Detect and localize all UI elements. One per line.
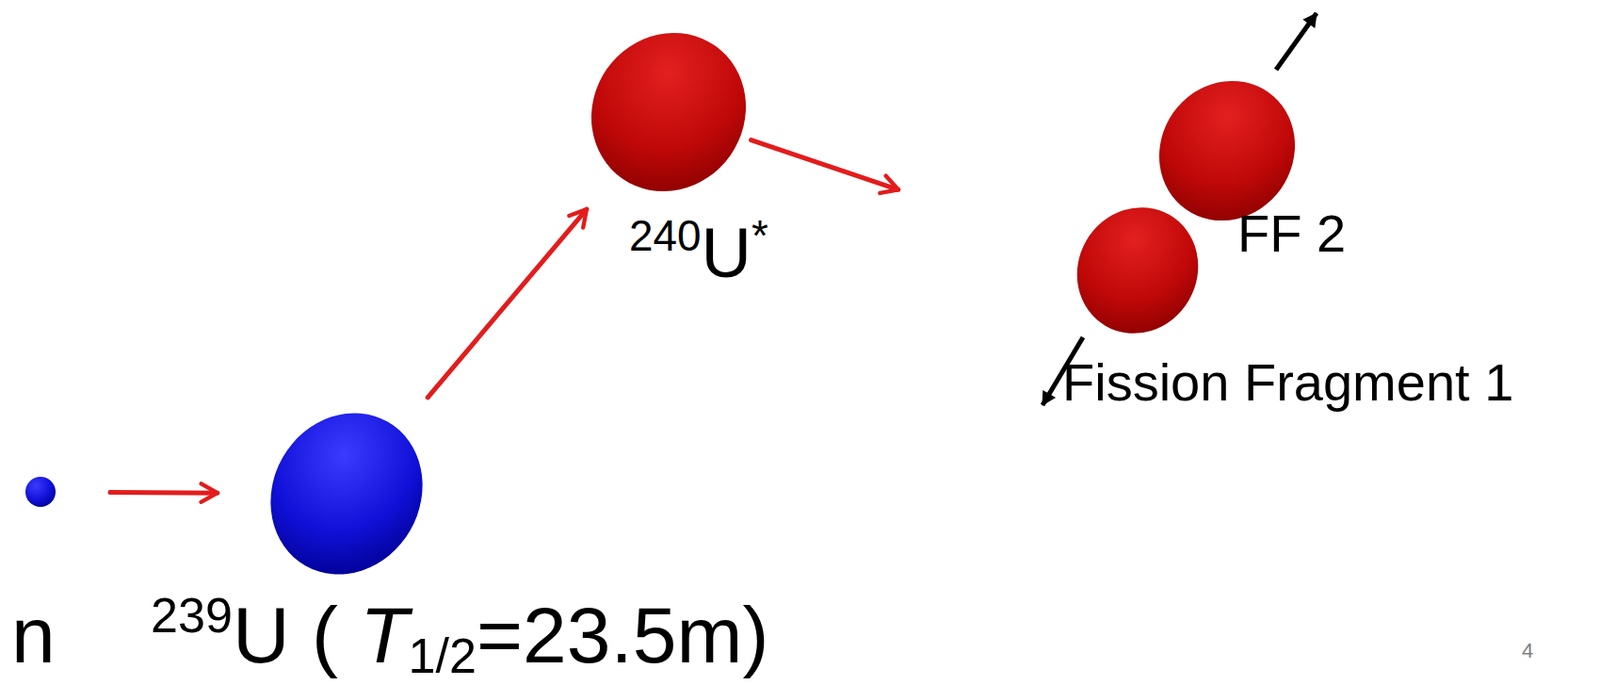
nucleus-shape xyxy=(583,27,754,197)
nucleus-label: 240U* xyxy=(629,218,769,289)
nucleus-label: 239U ( T1/2=23.5m) xyxy=(150,595,769,675)
nucleus-shape xyxy=(21,472,60,511)
nucleus: 239U ( T1/2=23.5m) xyxy=(259,406,434,581)
nucleus-label: n xyxy=(11,595,56,675)
page-number: 4 xyxy=(1521,640,1534,662)
reaction-arrow xyxy=(427,209,587,398)
nucleus-shape xyxy=(1069,202,1206,339)
neutron: n xyxy=(21,472,60,511)
nucleus-ellipse xyxy=(25,476,56,507)
nucleus-shape xyxy=(259,406,434,581)
nucleus-ellipse xyxy=(560,2,777,223)
nucleus: FF 2 xyxy=(1151,75,1303,227)
reaction-arrow xyxy=(751,140,899,191)
nucleus-shape xyxy=(1151,75,1303,227)
nucleus: 240U* xyxy=(583,27,754,197)
nucleus: Fission Fragment 1 xyxy=(1069,202,1206,339)
nucleus-ellipse xyxy=(1053,185,1221,356)
nucleus-label: FF 2 xyxy=(1237,207,1346,260)
nucleus-ellipse xyxy=(241,385,452,602)
motion-arrow xyxy=(1276,13,1317,70)
nucleus-label: Fission Fragment 1 xyxy=(1062,355,1514,409)
reaction-arrow xyxy=(110,489,218,496)
